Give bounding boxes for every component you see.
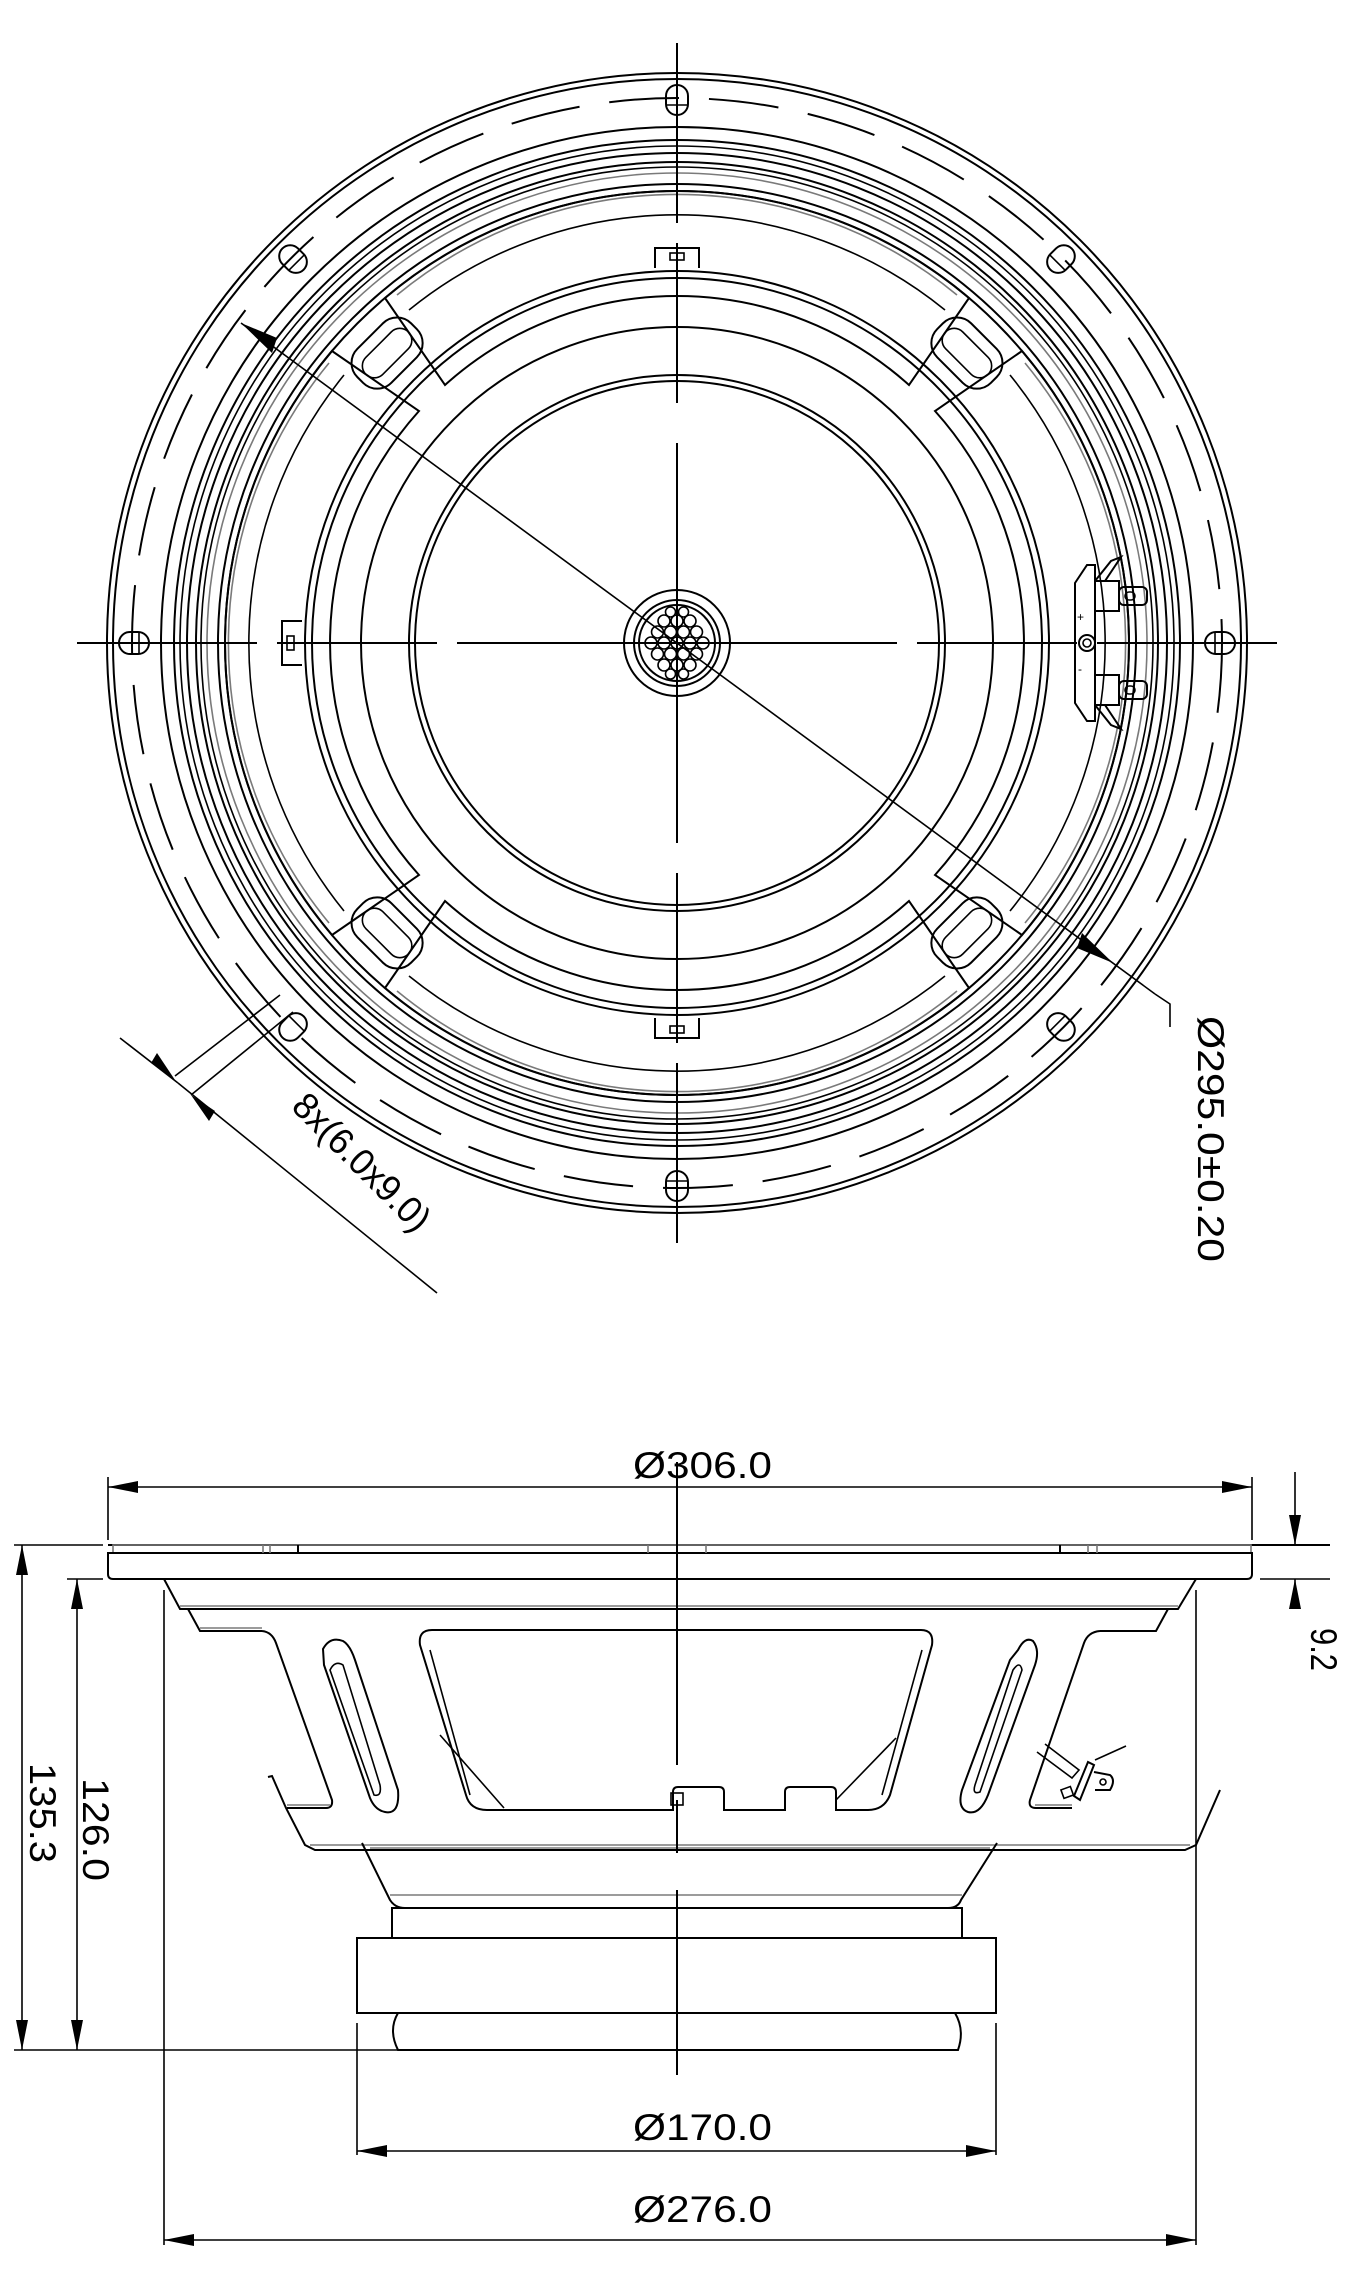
magnet-diameter-dimension <box>356 2023 997 2157</box>
cutout-diameter-dimension <box>163 1590 1197 2246</box>
basket-slots <box>350 316 1004 970</box>
flange-thickness-dimension <box>1256 1472 1330 1609</box>
outer-diameter-dimension <box>107 1477 1253 1540</box>
outer-diameter-label: Ø306.0 <box>633 1445 772 1486</box>
magnet-diameter-label: Ø170.0 <box>633 2107 772 2148</box>
basket <box>163 1578 1221 1851</box>
svg-text:-: - <box>1078 662 1082 676</box>
cutout-diameter-label: Ø276.0 <box>633 2189 772 2230</box>
terminal-block: + - <box>1074 554 1148 732</box>
depth-dimensions <box>14 1544 405 2051</box>
mounting-depth-label: 126.0 <box>75 1778 116 1881</box>
total-depth-label: 135.3 <box>22 1763 63 1863</box>
svg-text:+: + <box>1077 610 1084 624</box>
flange-thickness-label: 9.2 <box>1303 1628 1344 1671</box>
frame-flange <box>107 1544 1330 1580</box>
front-view: + - <box>77 43 1277 1294</box>
mounting-hole-dimension <box>119 994 438 1294</box>
side-view <box>14 1462 1330 2246</box>
bolt-circle-dimension <box>240 322 1171 1027</box>
terminal-side <box>1036 1743 1127 1802</box>
bolt-circle-dimension-label: Ø295.0±0.20 <box>1190 1016 1231 1262</box>
mounting-hole-dimension-label: 8x(6.0x9.0) <box>284 1085 439 1240</box>
